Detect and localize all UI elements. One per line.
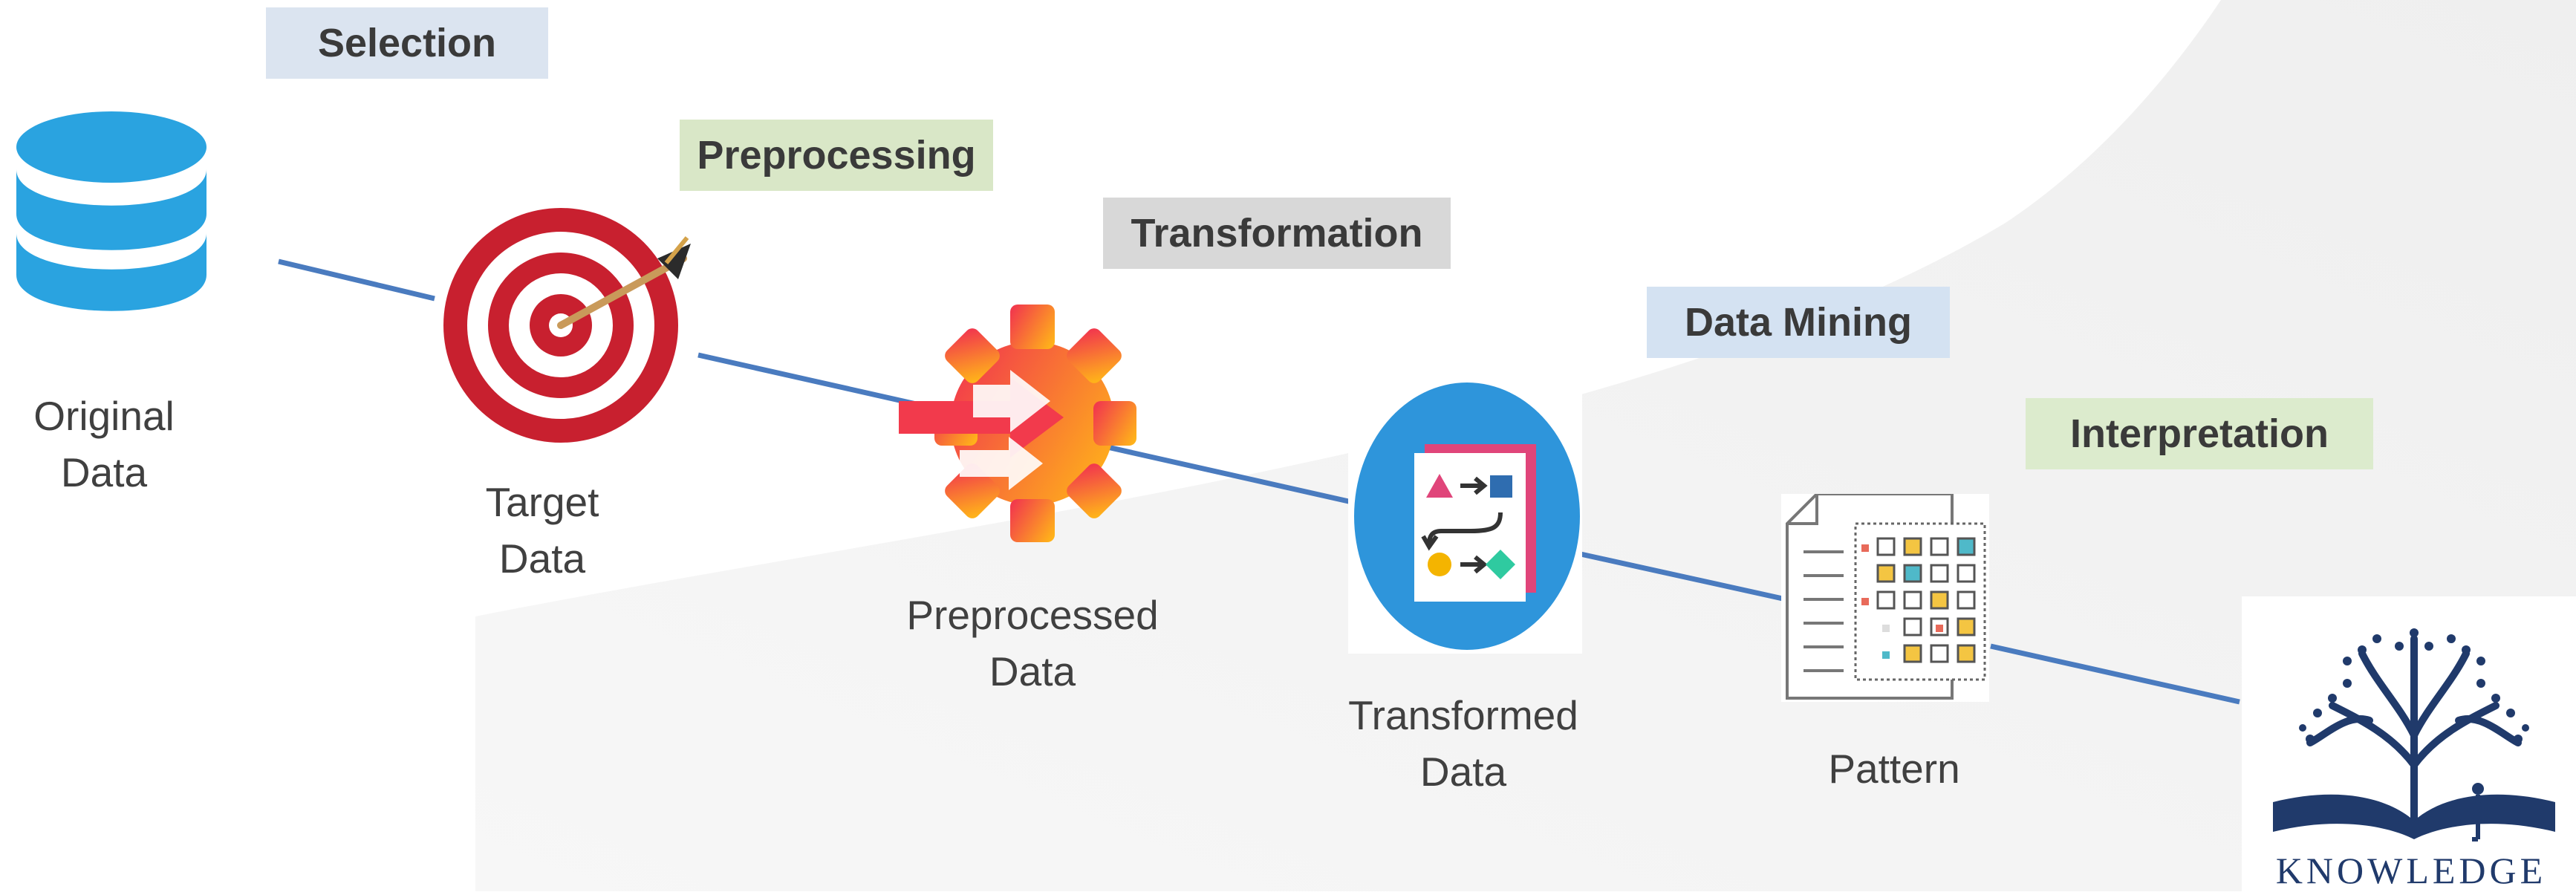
step-preprocessing: Preprocessing: [680, 120, 993, 191]
gear-arrows-icon: [899, 305, 1136, 542]
knowledge-tree-icon: [2273, 628, 2555, 841]
transformation-icon: [1354, 382, 1580, 650]
knowledge-logo-text: KNOWLEDGE: [2275, 850, 2547, 891]
flow-line: [278, 258, 2240, 705]
database-icon: [16, 111, 206, 311]
step-selection: Selection: [266, 7, 548, 79]
step-data-mining: Data Mining: [1647, 287, 1950, 358]
step-interpretation: Interpretation: [2026, 398, 2373, 469]
target-icon: [443, 208, 691, 443]
pattern-label: Pattern: [1828, 746, 1960, 792]
pattern-document-icon: [1786, 494, 1986, 700]
step-transformation: Transformation: [1103, 198, 1451, 269]
